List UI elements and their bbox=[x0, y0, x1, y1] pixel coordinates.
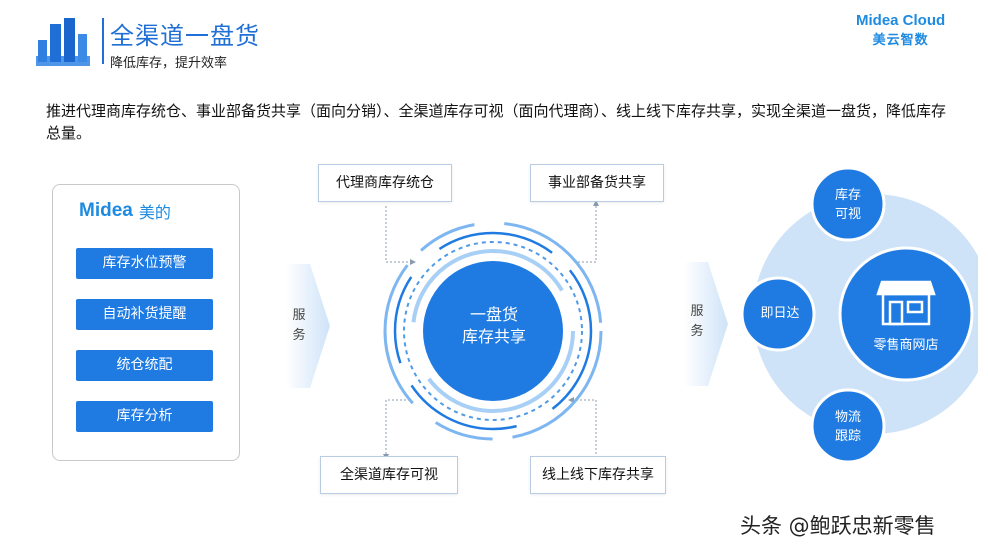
feature-inventory-analysis: 库存分析 bbox=[76, 401, 213, 432]
service-char-2: 务 bbox=[690, 324, 704, 339]
bar-logo-icon bbox=[36, 18, 90, 66]
brand-name-en: Midea Cloud bbox=[856, 12, 946, 29]
box-agent-warehouse: 代理商库存统仓 bbox=[318, 164, 452, 202]
retail-bubbles bbox=[740, 166, 978, 464]
watermark: 头条 @鲍跃忠新零售 bbox=[740, 514, 936, 538]
inventory-core-rings bbox=[383, 221, 603, 441]
box-channel-visibility: 全渠道库存可视 bbox=[320, 456, 458, 494]
bubble-same-day: 即日达 bbox=[760, 306, 800, 321]
midea-logo-cn: 美的 bbox=[138, 203, 171, 222]
bubble-logistics-line1: 物流 bbox=[834, 410, 861, 425]
bubble-inventory-line1: 库存 bbox=[834, 188, 861, 203]
page-subtitle: 降低库存，提升效率 bbox=[110, 56, 228, 71]
service-char-2: 务 bbox=[292, 328, 306, 343]
box-online-offline-share: 线上线下库存共享 bbox=[530, 456, 666, 494]
brand-name-cn: 美云智数 bbox=[872, 33, 929, 48]
service-label-right: 服 务 bbox=[690, 302, 704, 342]
bubble-inventory-visible: 库存 可视 bbox=[828, 186, 868, 224]
feature-unified-warehouse: 统仓统配 bbox=[76, 350, 213, 381]
box-division-stock: 事业部备货共享 bbox=[530, 164, 664, 202]
core-label: 一盘货 库存共享 bbox=[430, 304, 558, 348]
service-char-1: 服 bbox=[690, 304, 704, 319]
intro-paragraph: 推进代理商库存统仓、事业部备货共享（面向分销）、全渠道库存可视（面向代理商）、线… bbox=[46, 102, 947, 142]
core-label-line2: 库存共享 bbox=[461, 327, 526, 346]
bubble-logistics: 物流 跟踪 bbox=[828, 408, 868, 446]
midea-features-panel: Midea 美的 库存水位预警 自动补货提醒 统仓统配 库存分析 bbox=[52, 184, 240, 461]
header-divider bbox=[102, 18, 104, 64]
service-char-1: 服 bbox=[292, 308, 306, 323]
feature-inventory-warning: 库存水位预警 bbox=[76, 248, 213, 279]
midea-logo: Midea 美的 bbox=[79, 199, 171, 223]
brand-logo: Midea Cloud 美云智数 bbox=[856, 12, 945, 48]
feature-auto-replenish: 自动补货提醒 bbox=[76, 299, 213, 330]
storefront-icon bbox=[876, 280, 936, 326]
connector-lines bbox=[383, 200, 599, 460]
bubble-retail-store: 零售商网店 bbox=[873, 338, 939, 353]
service-arrow-right bbox=[684, 262, 728, 386]
bubble-inventory-line2: 可视 bbox=[834, 207, 861, 222]
midea-logo-en: Midea bbox=[79, 200, 133, 221]
page-title: 全渠道一盘货 bbox=[110, 22, 260, 50]
service-label-left: 服 务 bbox=[292, 306, 306, 346]
core-label-line1: 一盘货 bbox=[469, 305, 518, 324]
service-arrow-left bbox=[286, 264, 330, 388]
bubble-logistics-line2: 跟踪 bbox=[834, 429, 861, 444]
